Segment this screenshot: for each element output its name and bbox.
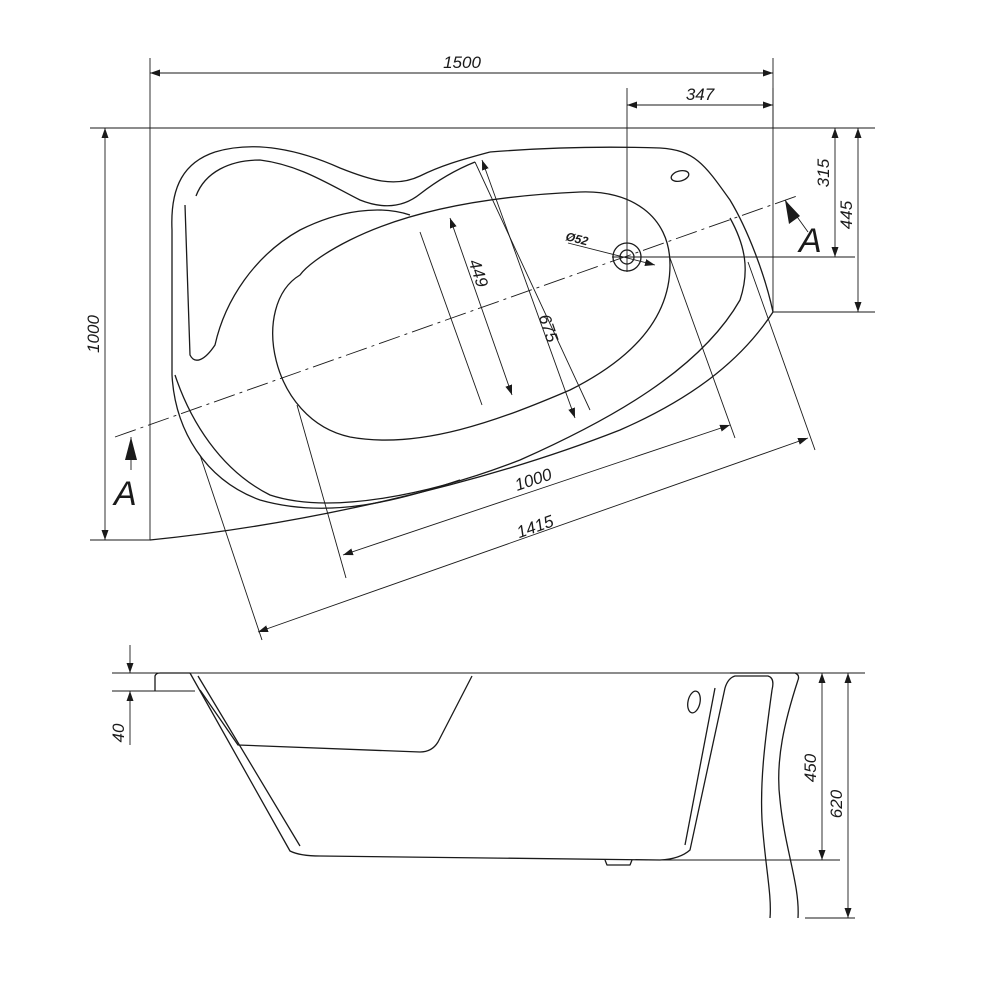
backrest-top-curve: [214, 146, 491, 183]
drain-outlet: [604, 859, 633, 866]
tub-body-inner-wall: [197, 675, 716, 847]
side-view: 40 450 620: [109, 645, 865, 919]
dimension-label-347: 347: [686, 85, 715, 104]
dimension-label-40: 40: [109, 723, 128, 742]
section-label-left: A: [112, 475, 137, 513]
dimension-label-1000-vertical: 1000: [84, 315, 103, 353]
section-arrow-left: [125, 437, 137, 470]
dimension-drain-offset: 347: [627, 85, 774, 128]
backrest-recess: [199, 675, 473, 753]
dimension-overall-width: 1500: [149, 53, 774, 128]
plan-view: A A 1500 347 1000 315: [84, 53, 875, 641]
dimension-label-d52: Ø52: [564, 229, 590, 248]
inner-basin: [272, 191, 671, 441]
dimension-label-1000-diagonal: 1000: [512, 465, 554, 495]
tub-body-outline: [189, 672, 774, 861]
front-panel-curve-inner: [760, 689, 773, 919]
front-panel-curve-outer: [778, 679, 799, 919]
dimension-total-height: 620: [827, 673, 852, 918]
left-rim-flange: [154, 672, 190, 691]
dimension-label-450: 450: [801, 753, 820, 782]
dimension-label-1500: 1500: [443, 53, 481, 72]
dimension-overall-depth: 1000: [84, 127, 150, 541]
tub-right-rim: [489, 146, 774, 313]
dimension-drain-to-back: 315: [773, 127, 875, 257]
section-line: [114, 195, 798, 438]
dimension-basin-width: 449: [419, 217, 513, 406]
dimension-inner-depth: 450: [801, 673, 826, 860]
dimension-label-315: 315: [814, 158, 833, 187]
dimension-label-449: 449: [465, 257, 492, 291]
section-label-right: A: [797, 222, 822, 260]
backrest-inner-curve: [195, 159, 476, 207]
backrest-side-curve: [184, 204, 411, 361]
dimension-overall-length: 1415: [199, 261, 816, 641]
right-rim-flange: [730, 672, 800, 681]
tub-outer-rim: [149, 311, 774, 541]
side-overflow-hole: [687, 690, 701, 714]
dimension-label-445: 445: [837, 200, 856, 229]
section-arrow-right: [784, 199, 809, 233]
dimension-rim-thickness: 40: [109, 645, 134, 745]
dimension-back-to-flange: 445: [773, 128, 875, 313]
dimension-label-620: 620: [827, 789, 846, 818]
overflow-hole: [670, 169, 690, 183]
dimension-label-1415: 1415: [514, 511, 557, 542]
dimension-inner-width: 675: [474, 159, 591, 419]
